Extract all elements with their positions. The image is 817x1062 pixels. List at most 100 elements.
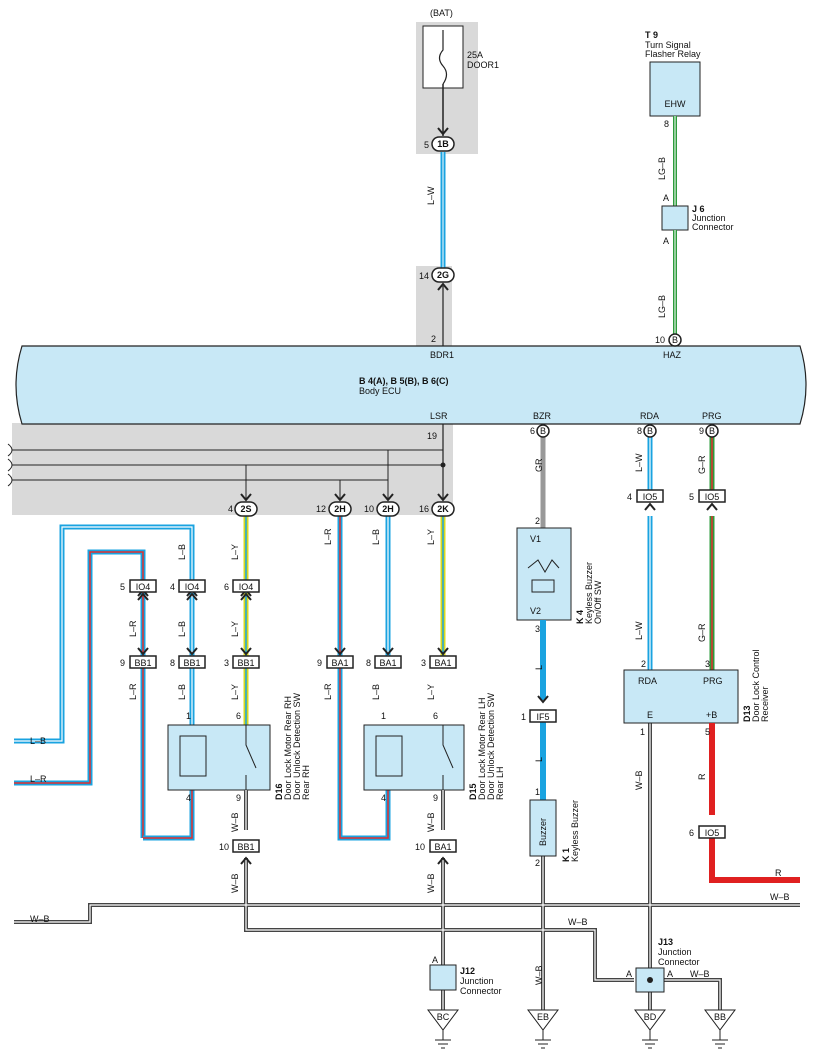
pin-label: 1 xyxy=(381,711,387,721)
connector-ba1: BA1 xyxy=(434,658,452,668)
k4-name2: On/Off SW xyxy=(593,580,603,624)
wire-ly: L–Y xyxy=(230,683,240,700)
connector-2g: 2G xyxy=(436,270,449,280)
motor-icon xyxy=(375,735,403,777)
d13-pb: +B xyxy=(706,710,718,720)
j13-pin: A xyxy=(667,969,674,979)
ground-bd: BD xyxy=(643,1012,657,1022)
wire-lb: L–B xyxy=(371,683,381,700)
ecu-bzr: BZR xyxy=(533,411,551,421)
wire-r: R xyxy=(697,773,707,781)
pin-label: 14 xyxy=(419,271,430,281)
pin-label: 4 xyxy=(381,793,387,803)
pin-label: 9 xyxy=(317,658,323,668)
fuse-name: DOOR1 xyxy=(467,60,500,70)
ecu-lsr: LSR xyxy=(430,411,448,421)
fuse-amp: 25A xyxy=(467,50,484,60)
wire-wb: W–B xyxy=(230,873,240,893)
ecu-bottom-shade xyxy=(12,423,453,515)
pin-label: 8 xyxy=(366,658,372,668)
pin-label: 10 xyxy=(415,842,426,852)
connector-2h: 2H xyxy=(382,504,394,514)
ecu-name: Body ECU xyxy=(359,386,402,396)
j12-name2: Connector xyxy=(460,986,502,996)
k1-inner: Buzzer xyxy=(538,817,548,846)
wire-lgb: LG–B xyxy=(657,294,667,318)
pin-label: 6 xyxy=(236,711,242,721)
connector-2k: 2K xyxy=(437,504,449,514)
wire-lb: L–B xyxy=(177,683,187,700)
d16-name3: Rear RH xyxy=(301,764,311,800)
connector-if5: IF5 xyxy=(536,712,550,722)
motor-icon xyxy=(179,735,207,777)
pin-label: 1 xyxy=(186,711,192,721)
pin-label: 3 xyxy=(535,624,541,634)
wire-wb-label: W–B xyxy=(568,917,588,927)
pin-label: 2 xyxy=(535,516,541,526)
t9-relay-box xyxy=(649,61,701,117)
d13-prg: PRG xyxy=(703,676,723,686)
body-ecu-box xyxy=(15,345,807,425)
wire-wb-label: W–B xyxy=(30,914,50,924)
pin-label: 3 xyxy=(705,659,711,669)
ecu-pin-6: 6 xyxy=(530,426,536,436)
j12-name1: Junction xyxy=(460,976,494,986)
wire-gr: G–R xyxy=(697,623,707,642)
relay-coil-icon xyxy=(531,579,555,593)
connector-bb1: BB1 xyxy=(183,658,201,668)
j13-code: J13 xyxy=(658,937,674,947)
connector-ba1: BA1 xyxy=(379,658,397,668)
pin-label: 12 xyxy=(316,504,327,514)
d13-rda: RDA xyxy=(638,676,658,686)
j13-name1: Junction xyxy=(658,947,692,957)
connector-bb1: BB1 xyxy=(134,658,152,668)
ecu-pin-2: 2 xyxy=(431,334,437,344)
j6-code: J 6 xyxy=(692,204,705,214)
pin-label: 6 xyxy=(689,828,695,838)
connector-chevron-icon xyxy=(437,127,449,136)
pin-label: 5 xyxy=(689,492,695,502)
t9-name2: Flasher Relay xyxy=(645,49,701,59)
ground-symbols xyxy=(427,1009,736,1031)
k4-v2: V2 xyxy=(530,606,542,616)
connector-1b: 1B xyxy=(437,139,449,149)
wire-lw: L–W xyxy=(634,621,644,640)
connector-io5: IO5 xyxy=(704,492,720,502)
pin-label: 4 xyxy=(186,793,192,803)
fuse-icon xyxy=(438,30,448,85)
wire-wb-label: W–B xyxy=(690,969,710,979)
wire-r-label: R xyxy=(775,868,782,878)
pin-label: 9 xyxy=(120,658,126,668)
d13-name2: Receiver xyxy=(760,686,770,722)
ecu-pin-10: 10 xyxy=(655,335,666,345)
wire-lb-label: L–B xyxy=(30,736,47,746)
ecu-pin-9: 9 xyxy=(699,426,705,436)
connector-io4: IO4 xyxy=(238,582,254,592)
j6-pin: A xyxy=(663,236,670,246)
wire-l: L xyxy=(534,664,544,670)
wire-ly: L–Y xyxy=(230,543,240,560)
wire-lr-label: L–R xyxy=(30,774,47,784)
pin-label: 1 xyxy=(640,727,646,737)
wire-lgb: LG–B xyxy=(657,156,667,180)
connector-io4: IO4 xyxy=(135,582,151,592)
j13-name2: Connector xyxy=(658,957,700,967)
j13-pin: A xyxy=(626,969,633,979)
wire-wb: W–B xyxy=(230,812,240,832)
wire-wb: W–B xyxy=(634,770,644,790)
wire-wb: W–B xyxy=(426,812,436,832)
pin-label: 8 xyxy=(170,658,176,668)
ground-bb: BB xyxy=(713,1012,726,1022)
ecu-code: B 4(A), B 5(B), B 6(C) xyxy=(359,376,449,386)
wire-lb: L–B xyxy=(177,620,187,637)
pin-label: 6 xyxy=(224,582,230,592)
wire-lw: L–W xyxy=(426,186,436,205)
ecu-prg: PRG xyxy=(702,411,722,421)
pin-label: 2 xyxy=(535,858,541,868)
pin-label: 9 xyxy=(433,793,439,803)
connector-io5: IO5 xyxy=(642,492,658,502)
wire-lb: L–B xyxy=(371,528,381,545)
wire-lr: L–R xyxy=(323,528,333,545)
